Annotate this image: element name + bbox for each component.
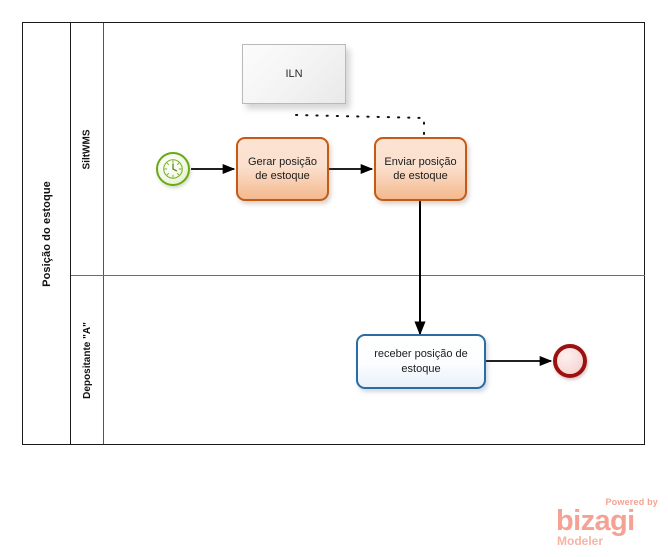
artifact-label-iln: ILN — [285, 68, 303, 80]
logo-modeler-text: Modeler — [557, 534, 604, 548]
clock-icon — [163, 159, 183, 179]
bizagi-logo: Powered by bizagi Modeler — [556, 497, 660, 549]
task-label-receber: receber posição de estoque — [374, 348, 468, 375]
task-enviar-posicao-de-estoque[interactable]: Enviar posição de estoque — [374, 137, 467, 201]
lane-header-siltwms[interactable]: SiltWMS — [71, 23, 104, 275]
lane-depositante-a[interactable]: Depositante "A" — [71, 276, 645, 444]
task-label-gerar: Gerar posição de estoque — [247, 155, 318, 182]
task-gerar-posicao-de-estoque[interactable]: Gerar posição de estoque — [236, 137, 329, 201]
lane-title-depositante-a: Depositante "A" — [81, 321, 93, 399]
pool-title: Posição do estoque — [40, 180, 53, 287]
lane-header-depositante-a[interactable]: Depositante "A" — [71, 276, 104, 444]
task-receber-posicao-de-estoque[interactable]: receber posição de estoque — [356, 334, 486, 389]
logo-bizagi-wordmark: bizagi — [556, 505, 635, 537]
artifact-box-iln[interactable]: ILN — [242, 44, 346, 104]
pool-header[interactable]: Posição do estoque — [23, 23, 71, 444]
end-event[interactable] — [553, 344, 587, 378]
lane-title-siltwms: SiltWMS — [81, 129, 93, 169]
task-label-enviar: Enviar posição de estoque — [384, 155, 457, 182]
logo-powered-by-text: Powered by — [605, 497, 658, 507]
start-event-timer[interactable] — [156, 152, 190, 186]
lane-siltwms[interactable]: SiltWMS — [71, 23, 645, 276]
